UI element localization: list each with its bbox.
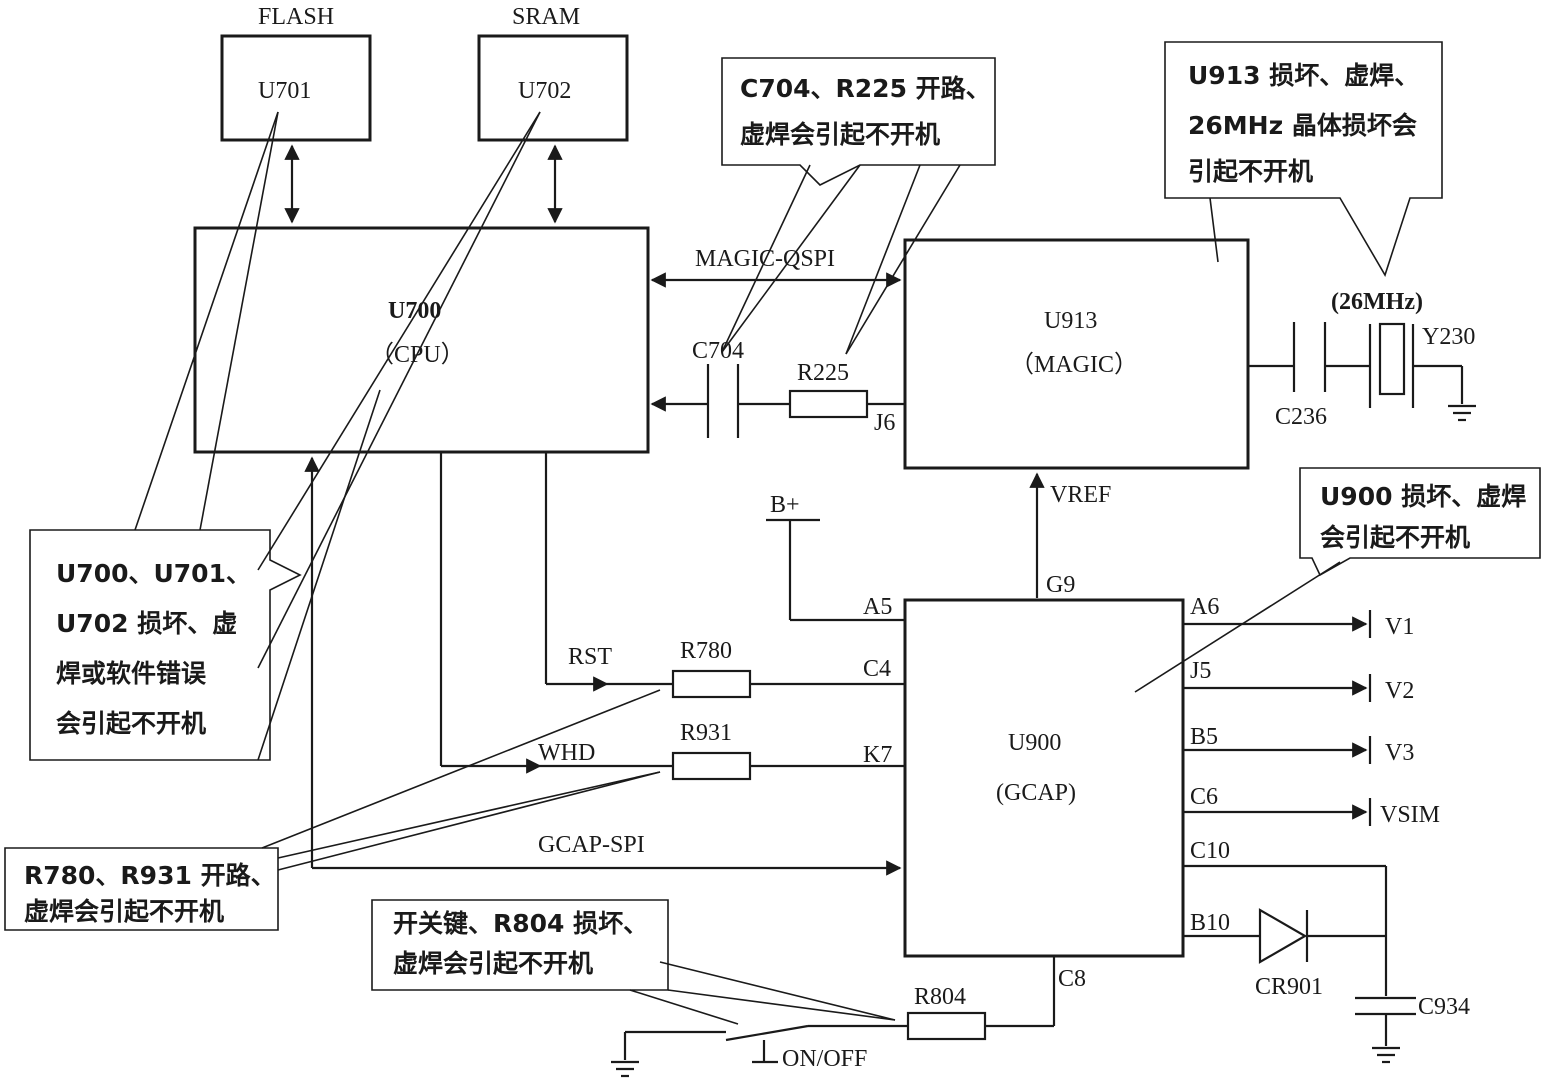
c704-label: C704 xyxy=(692,338,744,364)
note-switch: 开关键、R804 损坏、 虚焊会引起不开机 xyxy=(371,899,669,991)
note-cpu-memory: U700、U701、 U702 损坏、虚 焊或软件错误 会引起不开机 xyxy=(29,529,302,761)
pin-c8: C8 xyxy=(1058,966,1086,992)
r931-label: R931 xyxy=(680,720,732,746)
j6-pin-label: J6 xyxy=(874,410,895,436)
note-u900: U900 损坏、虚焊 会引起不开机 xyxy=(1299,467,1541,577)
u913-label: U913 xyxy=(1044,308,1097,334)
vsim-label: VSIM xyxy=(1380,802,1440,828)
resistor-r804 xyxy=(906,1011,987,1041)
onoff-label: ON/OFF xyxy=(782,1046,867,1072)
note-c704-line2: 虚焊会引起不开机 xyxy=(740,120,940,149)
note-c704-r225: C704、R225 开路、 虚焊会引起不开机 xyxy=(721,57,996,186)
gcap-spi-label: GCAP-SPI xyxy=(538,832,645,858)
c934-ground-icon xyxy=(1372,1046,1400,1064)
note-u913-leader xyxy=(1209,197,1219,263)
pin-c6: C6 xyxy=(1190,784,1218,810)
note-u900-line2: 会引起不开机 xyxy=(1320,523,1470,552)
note-c704-leaders xyxy=(721,164,961,355)
whd-label: WHD xyxy=(538,740,595,766)
y230-label: Y230 xyxy=(1422,324,1475,350)
note-switch-line1: 开关键、R804 损坏、 xyxy=(393,909,648,938)
pin-b10: B10 xyxy=(1190,910,1230,936)
flash-chip-u701 xyxy=(220,34,372,142)
note-c704-line1: C704、R225 开路、 xyxy=(740,74,991,103)
onoff-switch-icon xyxy=(725,1024,809,1064)
v3-label: V3 xyxy=(1385,740,1414,766)
gcap-desc: (GCAP) xyxy=(996,780,1076,806)
note-cpu-line3: 焊或软件错误 xyxy=(56,659,207,688)
sram-chip-u702 xyxy=(477,34,629,142)
bplus-label: B+ xyxy=(770,492,800,518)
note-u913-line3: 引起不开机 xyxy=(1188,157,1313,186)
pin-a6: A6 xyxy=(1190,594,1219,620)
note-u900-leader xyxy=(1134,561,1341,693)
sram-label: SRAM xyxy=(512,4,580,30)
c236-label: C236 xyxy=(1275,404,1327,430)
r804-label: R804 xyxy=(914,984,966,1010)
note-cpu-line4: 会引起不开机 xyxy=(56,709,206,738)
flash-label: FLASH xyxy=(258,4,334,30)
note-r780-line2: 虚焊会引起不开机 xyxy=(24,897,224,926)
note-r780-leaders xyxy=(261,689,661,871)
resistor-r225 xyxy=(788,389,869,419)
note-cpu-line2: U702 损坏、虚 xyxy=(56,609,237,638)
pin-j5: J5 xyxy=(1190,658,1211,684)
note-u913: U913 损坏、虚焊、 26MHz 晶体损坏会 引起不开机 xyxy=(1164,41,1443,277)
v1-label: V1 xyxy=(1385,614,1414,640)
pin-a5: A5 xyxy=(863,594,892,620)
u702-label: U702 xyxy=(518,78,571,104)
pin-c10: C10 xyxy=(1190,838,1230,864)
gcap-chip-u900 xyxy=(903,598,1185,958)
note-switch-line2: 虚焊会引起不开机 xyxy=(393,949,593,978)
u900-label: U900 xyxy=(1008,730,1061,756)
pin-k7: K7 xyxy=(863,742,892,768)
note-switch-leaders xyxy=(629,961,896,1025)
switch-ground-icon xyxy=(611,1060,639,1078)
c934-label: C934 xyxy=(1418,994,1470,1020)
rst-label: RST xyxy=(568,644,612,670)
r225-label: R225 xyxy=(797,360,849,386)
magic-desc: （MAGIC） xyxy=(1010,352,1138,378)
vref-label: VREF xyxy=(1050,482,1111,508)
cr901-diode-icon xyxy=(1258,908,1309,964)
u700-label: U700 xyxy=(388,298,441,324)
u701-label: U701 xyxy=(258,78,311,104)
note-r780-r931: R780、R931 开路、 虚焊会引起不开机 xyxy=(4,847,279,931)
cpu-chip-u700 xyxy=(193,226,650,454)
pin-g9: G9 xyxy=(1046,572,1075,598)
pin-b5: B5 xyxy=(1190,724,1218,750)
magic-chip-u913 xyxy=(903,238,1250,470)
pin-c4: C4 xyxy=(863,656,891,682)
note-r780-line1: R780、R931 开路、 xyxy=(24,861,276,890)
note-u913-line1: U913 损坏、虚焊、 xyxy=(1188,61,1419,90)
y230-crystal-body xyxy=(1378,322,1406,396)
note-u900-line1: U900 损坏、虚焊 xyxy=(1320,482,1526,511)
resistor-r780 xyxy=(671,669,752,699)
note-u913-line2: 26MHz 晶体损坏会 xyxy=(1188,111,1417,140)
crystal-ground-icon xyxy=(1448,404,1476,422)
r780-label: R780 xyxy=(680,638,732,664)
cr901-label: CR901 xyxy=(1255,974,1323,1000)
v2-label: V2 xyxy=(1385,678,1414,704)
resistor-r931 xyxy=(671,751,752,781)
note-cpu-line1: U700、U701、 xyxy=(56,559,251,588)
freq-label: (26MHz) xyxy=(1331,289,1423,315)
note-cpu-leaders xyxy=(134,111,541,761)
